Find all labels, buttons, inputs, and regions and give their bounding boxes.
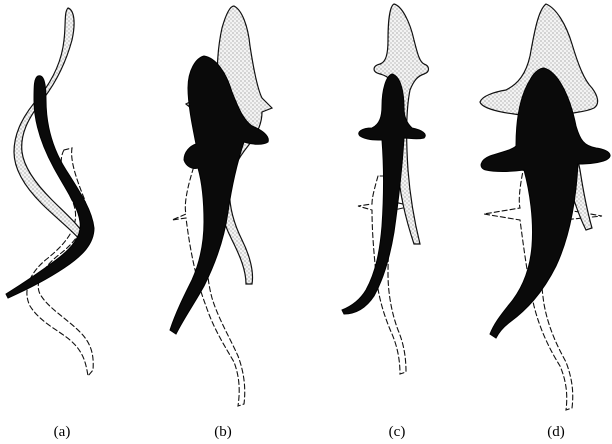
panel-c-label: (c) xyxy=(389,424,406,440)
panel-b-label: (b) xyxy=(214,424,232,440)
panel-d xyxy=(480,4,610,410)
panel-c-solid-body xyxy=(342,74,425,314)
panel-a-label: (a) xyxy=(54,424,71,440)
panel-b xyxy=(170,6,272,406)
panel-c xyxy=(342,4,429,374)
panel-a-solid-body xyxy=(6,76,94,298)
panel-a xyxy=(6,8,94,376)
panel-d-label: (d) xyxy=(547,424,565,440)
